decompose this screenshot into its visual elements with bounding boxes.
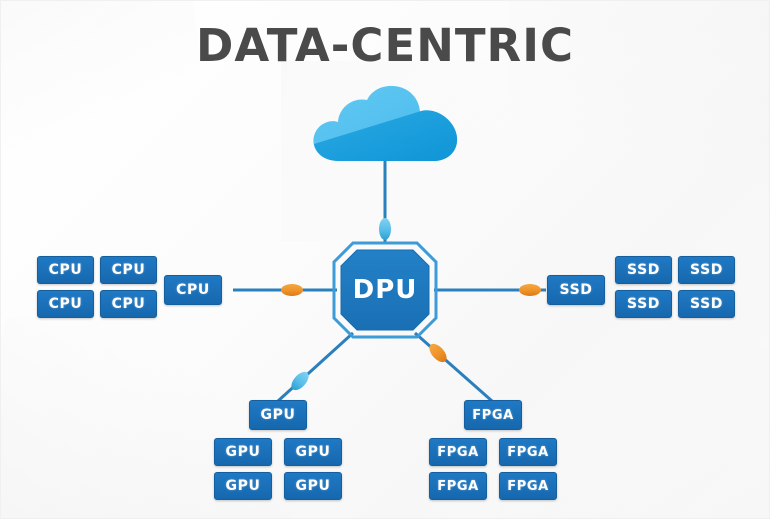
link-dpu-gpu	[276, 331, 355, 403]
node-ssd-link	[519, 284, 541, 296]
ssd-grid-box[interactable]: SSD	[615, 290, 672, 318]
cpu-grid-box[interactable]: CPU	[100, 256, 157, 284]
page-title: DATA-CENTRIC	[196, 19, 574, 72]
fpga-head-box[interactable]: FPGA	[464, 400, 522, 430]
gpu-grid-box[interactable]: GPU	[214, 438, 272, 466]
gpu-grid-box[interactable]: GPU	[214, 472, 272, 500]
cpu-grid-box[interactable]: CPU	[37, 256, 94, 284]
dpu-chip[interactable]	[332, 241, 438, 339]
fpga-grid-box[interactable]: FPGA	[499, 472, 557, 500]
dpu-label: DPU	[352, 275, 418, 305]
ssd-grid-box[interactable]: SSD	[678, 290, 735, 318]
fpga-grid-box[interactable]: FPGA	[499, 438, 557, 466]
background-facet	[509, 1, 769, 211]
ssd-head-box[interactable]: SSD	[547, 275, 605, 305]
node-gpu-link	[291, 371, 309, 391]
gpu-grid-box[interactable]: GPU	[284, 472, 342, 500]
gpu-head-box[interactable]: GPU	[249, 400, 307, 430]
fpga-grid-box[interactable]: FPGA	[429, 438, 487, 466]
link-dpu-fpga	[414, 331, 493, 403]
node-fpga-link	[429, 343, 447, 363]
node-cpu-link	[281, 284, 303, 296]
fpga-grid-box[interactable]: FPGA	[429, 472, 487, 500]
node-cloud-link	[379, 218, 391, 240]
gpu-grid-box[interactable]: GPU	[284, 438, 342, 466]
cpu-grid-box[interactable]: CPU	[37, 290, 94, 318]
cpu-grid-box[interactable]: CPU	[100, 290, 157, 318]
dpu-label-wrap: DPU	[332, 240, 438, 340]
ssd-grid-box[interactable]: SSD	[615, 256, 672, 284]
ssd-grid-box[interactable]: SSD	[678, 256, 735, 284]
cpu-head-box[interactable]: CPU	[164, 275, 222, 305]
cloud-icon	[313, 85, 458, 161]
